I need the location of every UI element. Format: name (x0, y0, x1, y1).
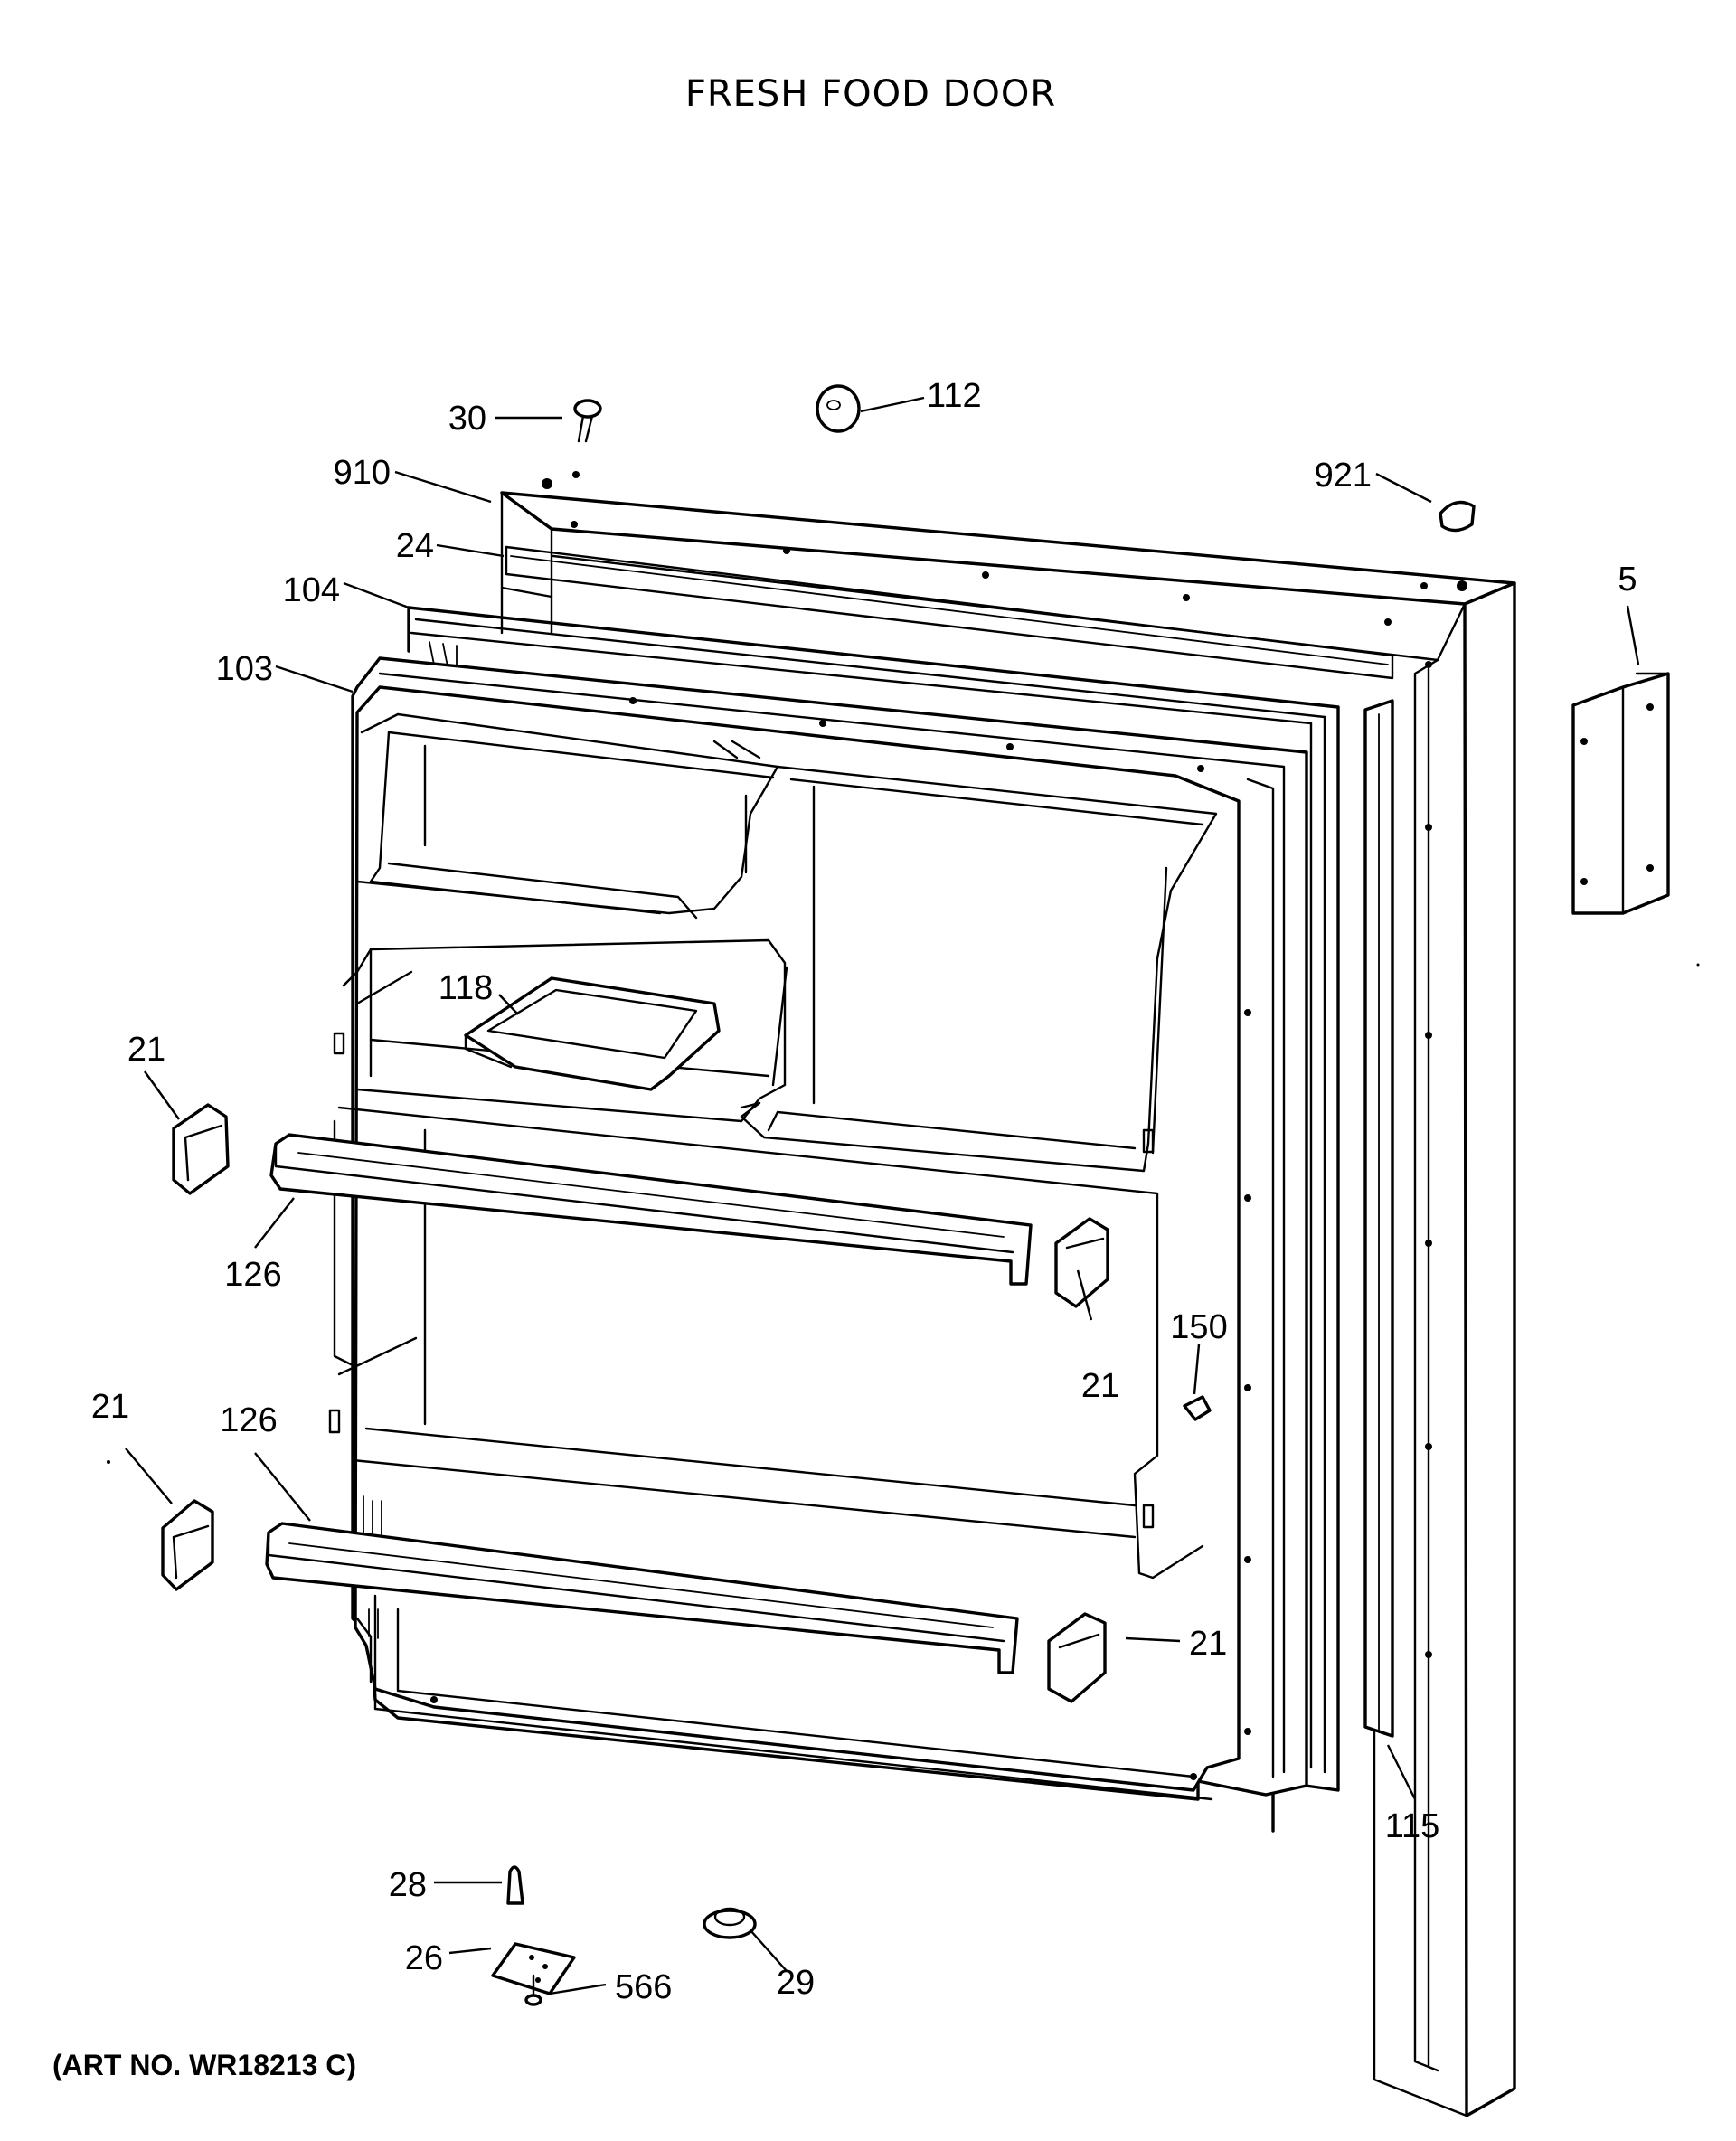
callout-30: 30 (448, 400, 486, 438)
callout-118: 118 (439, 969, 494, 1007)
callout-112: 112 (927, 377, 982, 415)
callout-21-lower-right: 21 (1189, 1625, 1227, 1663)
callout-126-upper: 126 (224, 1256, 281, 1294)
callout-21-lower-left: 21 (91, 1388, 129, 1426)
callout-104: 104 (283, 571, 340, 609)
shelf-end-cap-lower-left (161, 1499, 214, 1591)
hinge-plate (491, 1942, 576, 1995)
callout-5: 5 (1618, 561, 1637, 599)
screw (573, 399, 602, 443)
handle-bracket (1571, 672, 1670, 915)
plug (816, 384, 861, 433)
leader-lines (125, 396, 1640, 1995)
pin (506, 1865, 524, 1905)
diagram-title: FRESH FOOD DOOR (685, 73, 1056, 115)
callout-26: 26 (405, 1939, 443, 1977)
art-number: (ART NO. WR18213 C) (52, 2049, 356, 2081)
callout-921: 921 (1315, 457, 1372, 495)
callout-21-upper-left: 21 (127, 1031, 165, 1069)
callout-29: 29 (777, 1964, 815, 2002)
door-stop (1183, 1395, 1212, 1421)
plug-button (1439, 500, 1476, 533)
shelf-end-cap-upper-left (172, 1103, 230, 1195)
shelf-bar-upper (269, 1133, 1033, 1286)
callout-150: 150 (1170, 1308, 1227, 1346)
door-outer-panel (500, 471, 1516, 2117)
shelf-bar-lower (265, 1522, 1019, 1674)
callout-910: 910 (334, 454, 391, 492)
gasket (407, 606, 1340, 1833)
shelf-end-cap-lower-right (1047, 1612, 1107, 1703)
screw-bottom (524, 1974, 542, 2006)
shelf-end-cap-upper-right (1054, 1217, 1109, 1308)
callout-566: 566 (615, 1968, 672, 2006)
door-cap-side (1363, 699, 1394, 1738)
bushing (703, 1907, 757, 1939)
callout-115: 115 (1385, 1807, 1440, 1845)
callout-28: 28 (389, 1866, 427, 1904)
callout-21-upper-right: 21 (1081, 1367, 1119, 1405)
callout-126-lower: 126 (220, 1401, 277, 1439)
dairy-tray (464, 976, 721, 1091)
callout-24: 24 (396, 527, 434, 565)
callout-103: 103 (216, 650, 273, 688)
